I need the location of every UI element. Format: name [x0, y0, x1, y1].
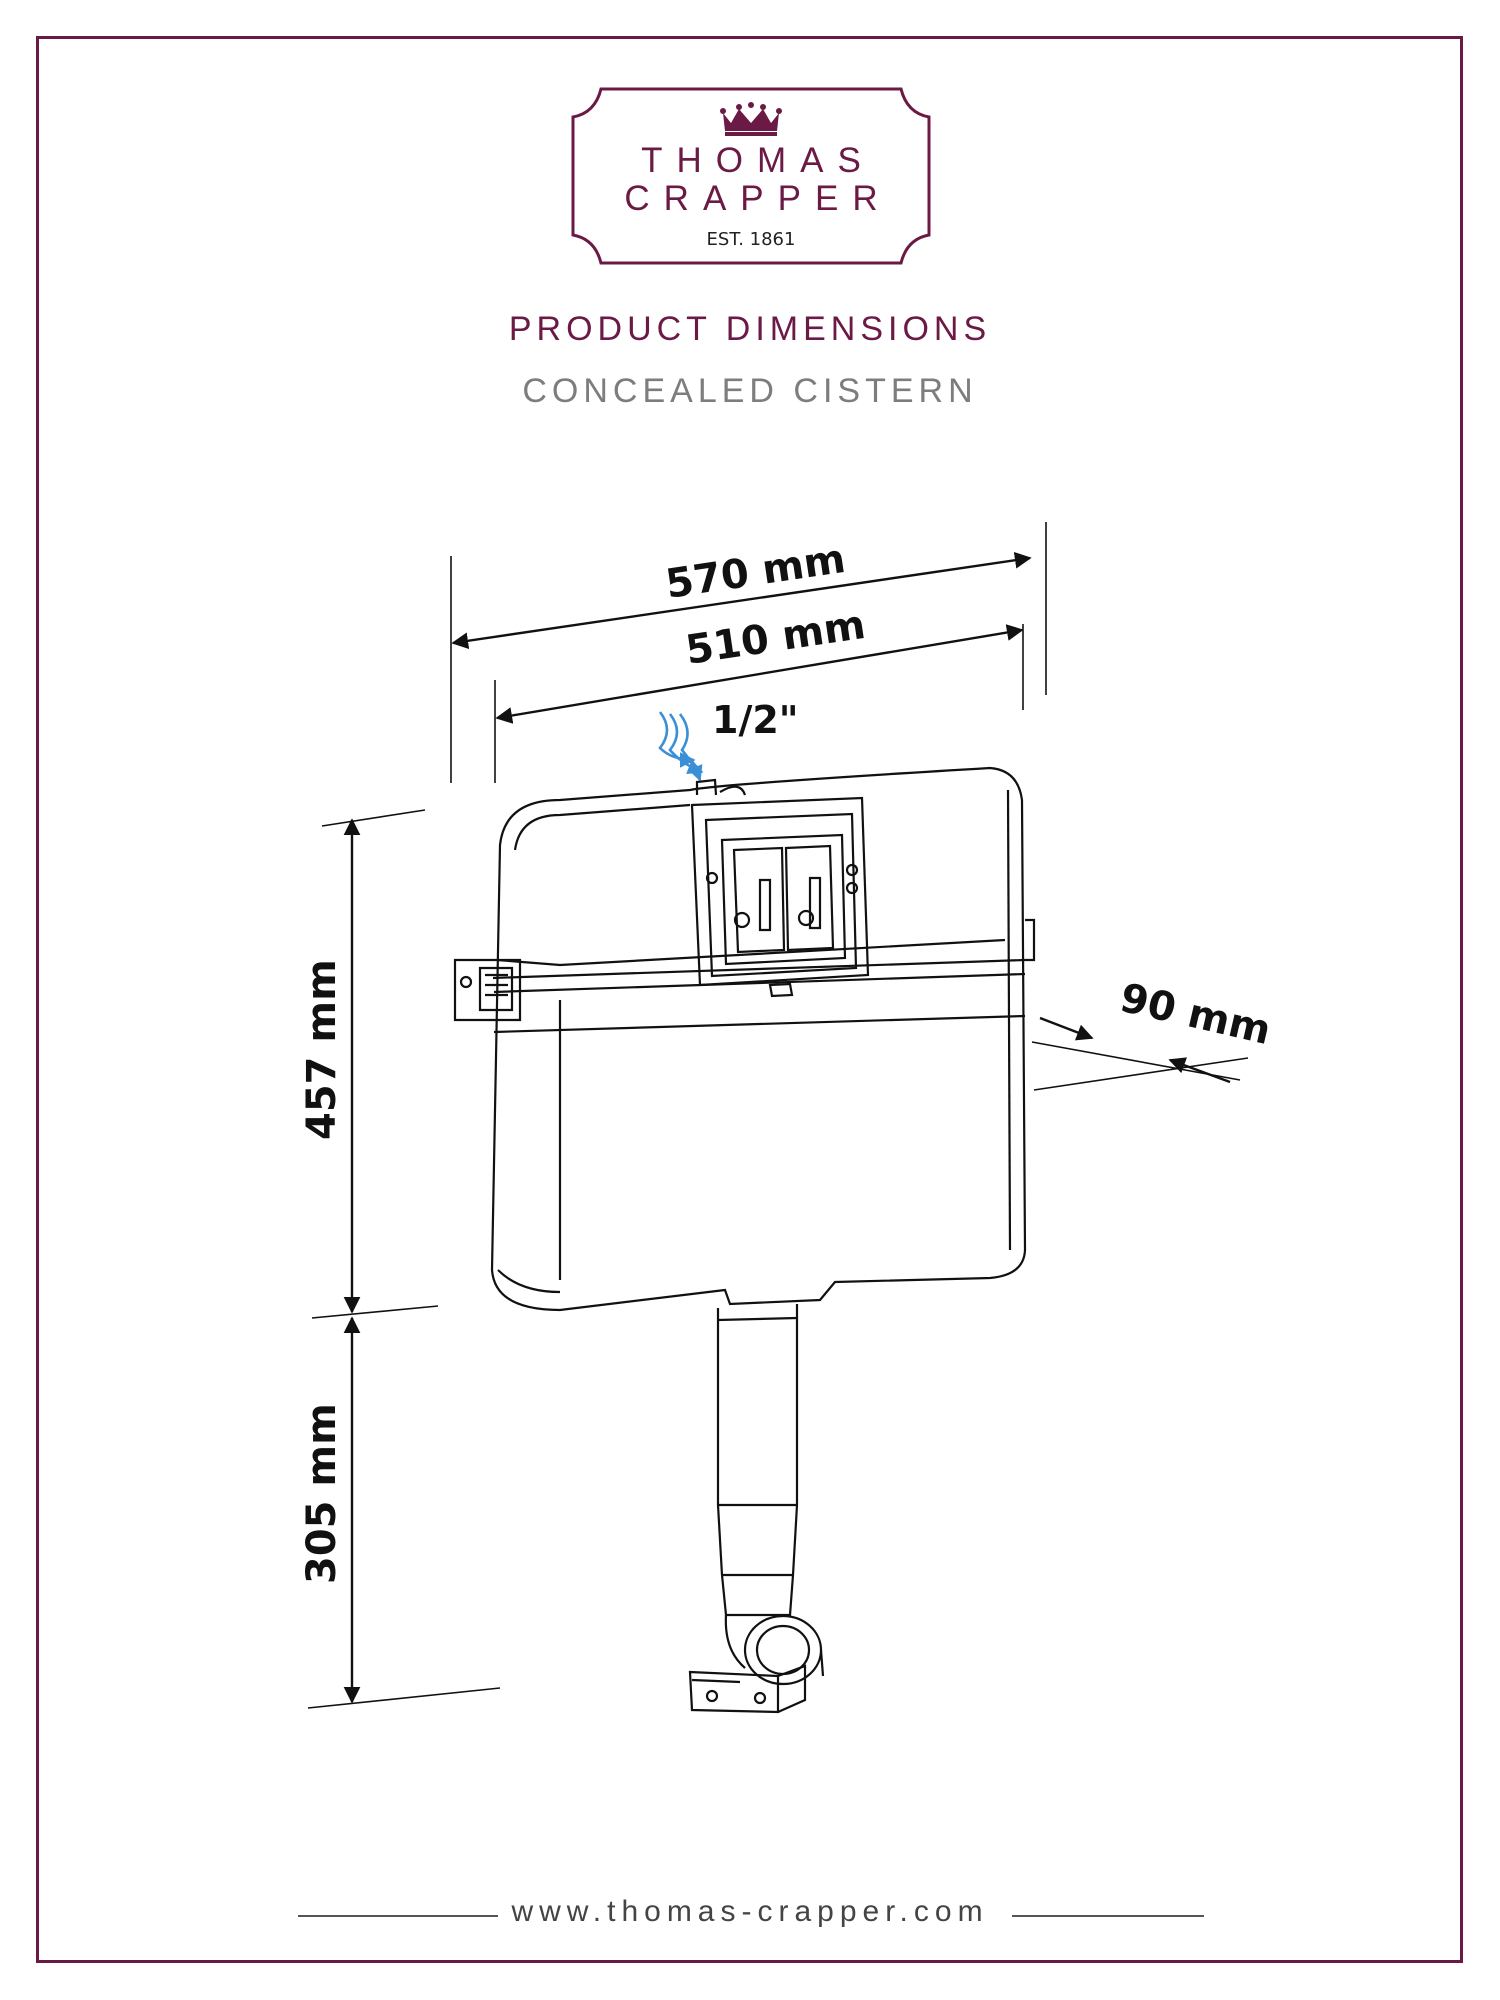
website-link[interactable]: www.thomas-crapper.com [511, 1895, 989, 1928]
depth-extension-lines [1031, 1041, 1249, 1091]
water-inlet-arrow-icon [658, 711, 704, 782]
body-width-label: 510 mm [683, 602, 869, 674]
brand-logo: THOMAS CRAPPER EST. 1861 [571, 87, 931, 265]
established-date: EST. 1861 [706, 229, 796, 250]
page-title: PRODUCT DIMENSIONS [508, 310, 992, 348]
logo-badge-outline [571, 87, 931, 265]
outlet-height-label: 305 mm [299, 1403, 345, 1584]
depth-arrow-front [1039, 1016, 1094, 1041]
cistern-illustration [453, 766, 1036, 1714]
depth-label: 90 mm [1116, 975, 1275, 1054]
depth-arrow-back [1168, 1057, 1231, 1084]
crown-icon [720, 102, 782, 136]
body-width-dimension-line [495, 624, 1024, 724]
footer: www.thomas-crapper.com [0, 1895, 1500, 1935]
page-frame [36, 36, 1463, 1963]
brand-name-line2: CRAPPER [624, 179, 892, 218]
height-extension-lines [307, 809, 501, 1709]
brand-name-line1: THOMAS [641, 141, 875, 180]
footer-rule-left [298, 1915, 498, 1917]
page-subtitle: CONCEALED CISTERN [522, 372, 978, 410]
cistern-height-label: 457 mm [299, 959, 345, 1140]
footer-rule-right [1012, 1915, 1204, 1917]
overall-width-label: 570 mm [663, 536, 849, 608]
inlet-size-label: 1/2" [712, 698, 799, 742]
